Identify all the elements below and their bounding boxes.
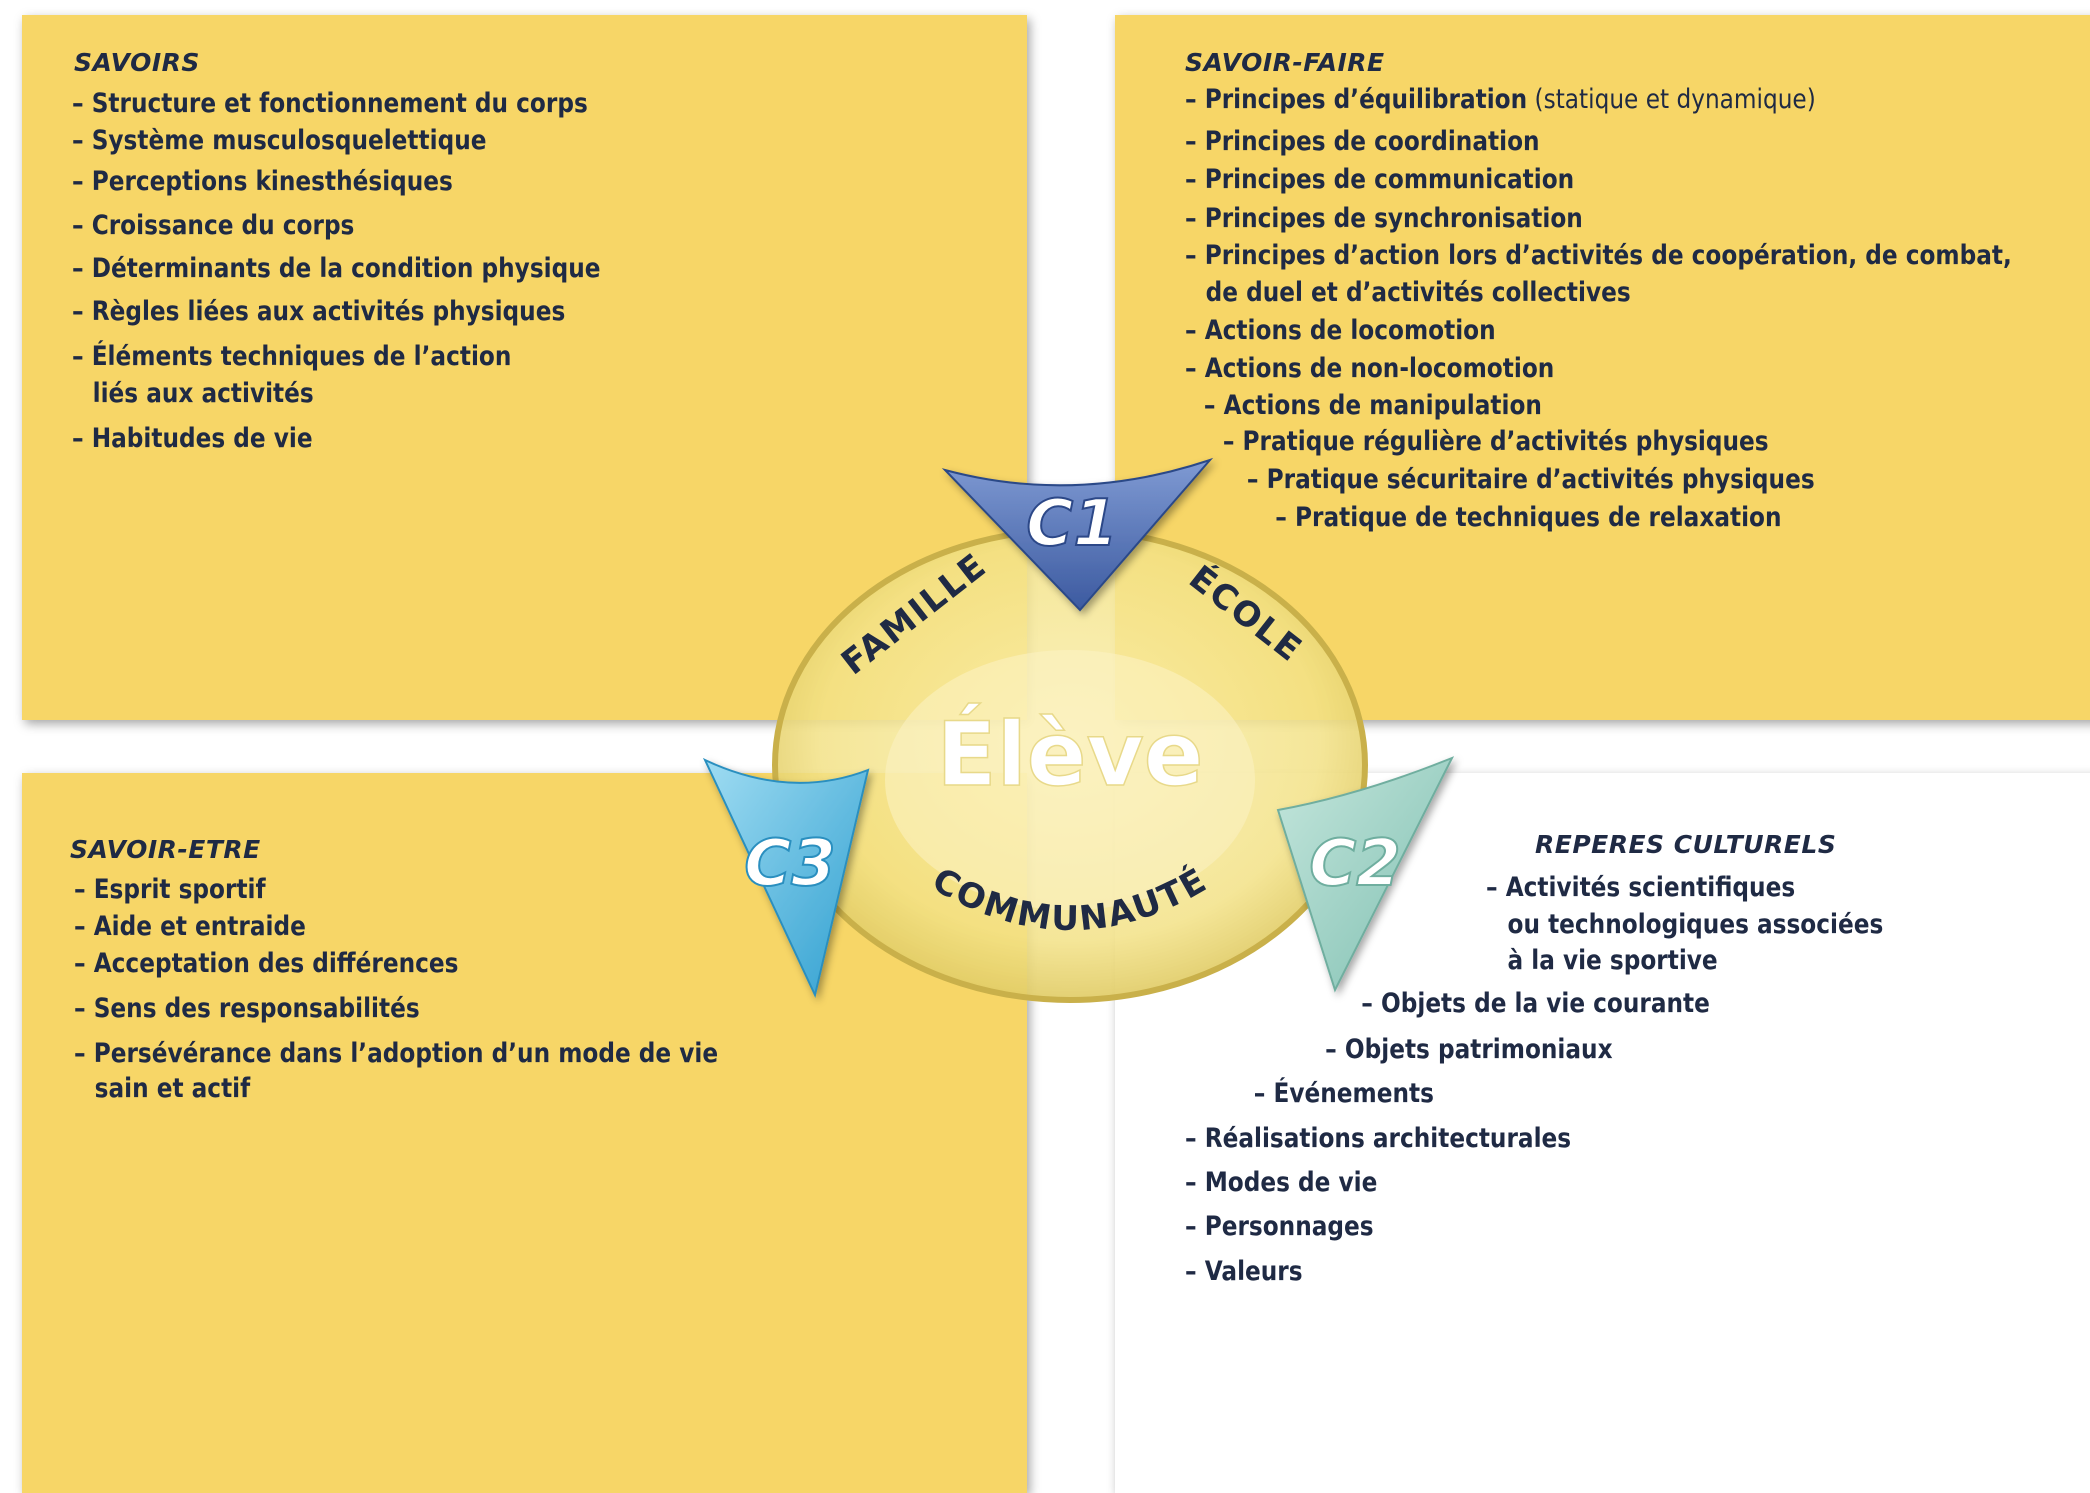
list-item: – Croissance du corps (72, 210, 355, 241)
list-item-continuation: de duel et d’activités collectives (1205, 277, 1631, 308)
list-item: – Principes d’action lors d’activités de… (1185, 240, 2012, 271)
list-item-continuation: à la vie sportive (1507, 945, 1718, 976)
list-item: – Sens des responsabilités (74, 993, 420, 1024)
list-item: – Activités scientifiques (1486, 872, 1796, 903)
list-item: – Système musculosquelettique (72, 125, 487, 156)
list-item: – Aide et entraide (74, 911, 306, 942)
list-item-continuation: ou technologiques associées (1507, 909, 1884, 940)
list-item: – Principes de communication (1185, 164, 1575, 195)
c1-label: C1 (1026, 487, 1118, 561)
list-item: – Principes d’équilibration (statique et… (1185, 84, 1816, 115)
list-item: – Événements (1253, 1078, 1434, 1109)
reperes-culturels-panel: REPERES CULTURELS – Activités scientifiq… (1115, 773, 2090, 1493)
list-item: – Persévérance dans l’adoption d’un mode… (74, 1038, 719, 1069)
savoir-faire-heading: SAVOIR-FAIRE (1185, 48, 1385, 77)
list-item-continuation: liés aux activités (92, 378, 314, 409)
list-item: – Principes de synchronisation (1185, 203, 1583, 234)
savoirs-heading: SAVOIRS (74, 48, 200, 77)
list-item: – Habitudes de vie (72, 423, 313, 454)
list-item: – Esprit sportif (74, 874, 266, 905)
list-item: – Règles liées aux activités physiques (72, 296, 566, 327)
savoirs-panel: SAVOIRS – Structure et fonctionnement du… (22, 15, 1027, 720)
savoir-etre-heading: SAVOIR-ETRE (70, 835, 261, 864)
list-item: – Pratique de techniques de relaxation (1275, 502, 1782, 533)
savoir-faire-panel: SAVOIR-FAIRE – Principes d’équilibration… (1115, 15, 2090, 720)
list-item: – Acceptation des différences (74, 948, 459, 979)
list-item: – Valeurs (1185, 1256, 1303, 1287)
list-item: – Objets patrimoniaux (1325, 1034, 1613, 1065)
list-item: – Éléments techniques de l’action (72, 341, 512, 372)
list-item: – Actions de non-locomotion (1185, 353, 1555, 384)
list-item-continuation: sain et actif (94, 1073, 251, 1104)
savoir-etre-panel: SAVOIR-ETRE – Esprit sportif – Aide et e… (22, 773, 1027, 1493)
list-item: – Actions de locomotion (1185, 315, 1496, 346)
reperes-culturels-heading: REPERES CULTURELS (1535, 830, 1837, 859)
list-item: – Principes de coordination (1185, 126, 1540, 157)
list-item: – Personnages (1185, 1211, 1374, 1242)
list-item: – Objets de la vie courante (1361, 988, 1710, 1019)
list-item: – Actions de manipulation (1203, 390, 1542, 421)
list-item: – Perceptions kinesthésiques (72, 166, 453, 197)
list-item: – Structure et fonctionnement du corps (72, 88, 588, 119)
list-item: – Réalisations architecturales (1185, 1123, 1572, 1154)
list-item: – Pratique régulière d’activités physiqu… (1222, 426, 1769, 457)
list-item: – Modes de vie (1185, 1167, 1378, 1198)
list-item: – Pratique sécuritaire d’activités physi… (1246, 464, 1815, 495)
list-item: – Déterminants de la condition physique (72, 253, 601, 284)
